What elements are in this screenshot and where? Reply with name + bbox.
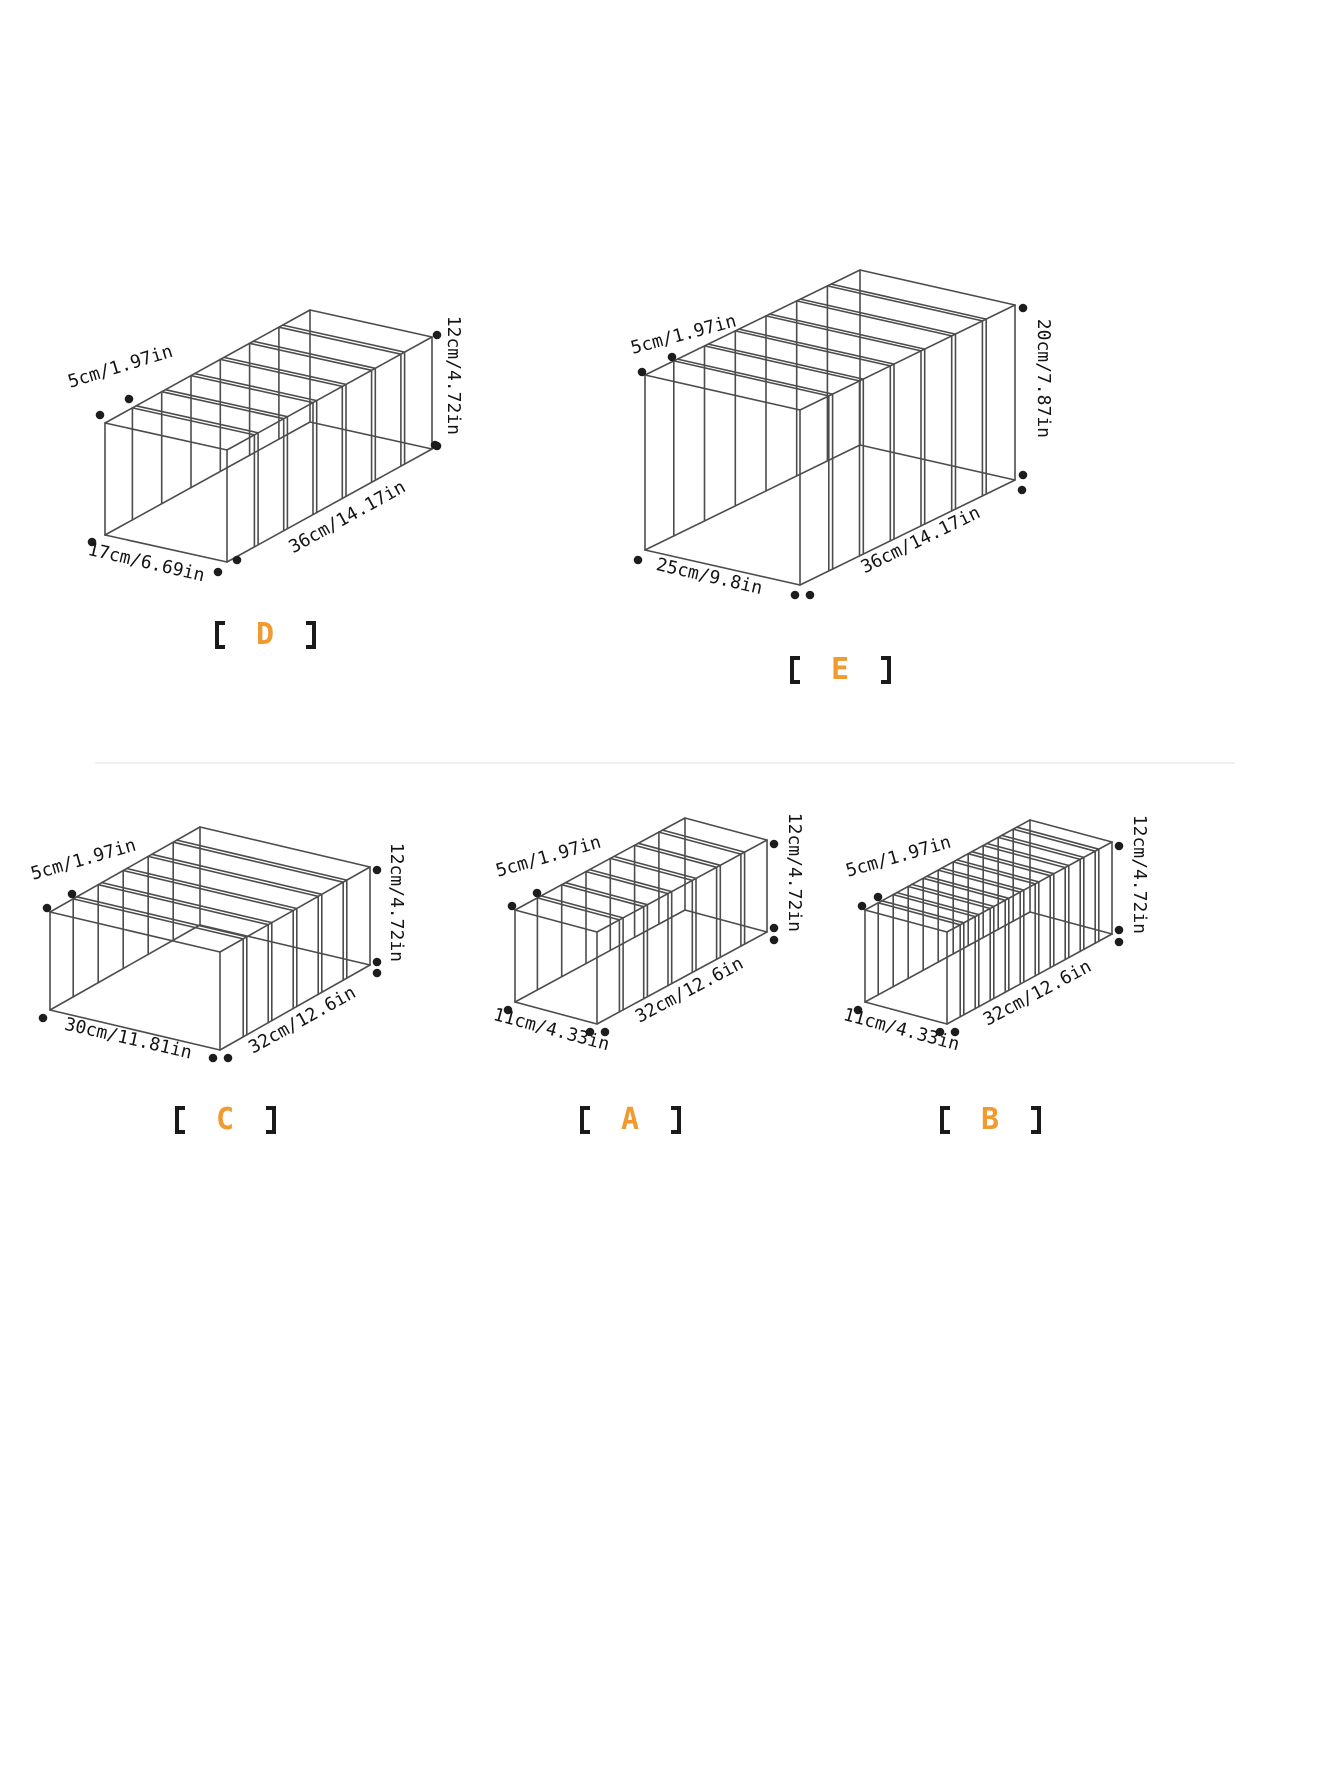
variant-letter-e: E: [830, 652, 850, 687]
organizer-figure-c: 5cm/1.97in 12cm/4.72in 32cm/12.6in 30cm/…: [15, 780, 435, 1142]
slot-width-dimension: 5cm/1.97in: [494, 832, 604, 882]
section-divider: [95, 762, 1235, 764]
box-wireframe-a: [514, 817, 768, 1025]
height-dimension: 12cm/4.72in: [1129, 815, 1150, 934]
slot-width-dimension: 5cm/1.97in: [29, 835, 139, 885]
organizer-e-diagram: 5cm/1.97in 20cm/7.87in 36cm/14.17in 25cm…: [629, 269, 1054, 600]
box-wireframe-c: [49, 826, 371, 1051]
bracket-open-icon: [214, 621, 225, 649]
organizer-a-diagram: 5cm/1.97in 12cm/4.72in 32cm/12.6in 11cm/…: [491, 813, 805, 1055]
box-wireframe-b: [864, 819, 1113, 1025]
organizer-figure-d: 5cm/1.97in 12cm/4.72in 36cm/14.17in 17cm…: [40, 250, 490, 657]
variant-label-c: C: [15, 1102, 435, 1142]
length-dimension: 32cm/12.6in: [245, 982, 359, 1058]
variant-label-b: B: [825, 1102, 1155, 1142]
box-wireframe-d: [104, 309, 433, 563]
dimension-dots-e: [633, 303, 1028, 600]
bracket-close-icon: [880, 656, 891, 684]
variant-letter-c: C: [215, 1102, 235, 1137]
bracket-close-icon: [265, 1106, 276, 1134]
variant-label-a: A: [465, 1102, 795, 1142]
bracket-open-icon: [174, 1106, 185, 1134]
organizer-d-diagram: 5cm/1.97in 12cm/4.72in 36cm/14.17in 17cm…: [66, 309, 464, 586]
organizer-figure-a: 5cm/1.97in 12cm/4.72in 32cm/12.6in 11cm/…: [465, 780, 805, 1142]
width-dimension: 17cm/6.69in: [86, 539, 207, 586]
height-dimension: 12cm/4.72in: [386, 843, 407, 962]
bracket-close-icon: [670, 1106, 681, 1134]
slot-width-dimension: 5cm/1.97in: [66, 341, 176, 393]
slot-width-dimension: 5cm/1.97in: [844, 832, 954, 882]
dimension-dots-d: [87, 330, 442, 577]
organizer-figure-b: 5cm/1.97in 12cm/4.72in 32cm/12.6in 11cm/…: [825, 780, 1155, 1142]
slot-width-dimension: 5cm/1.97in: [629, 311, 739, 359]
dimension-dots-b: [853, 841, 1124, 1037]
organizer-b-diagram: 5cm/1.97in 12cm/4.72in 32cm/12.6in 11cm/…: [841, 815, 1150, 1055]
width-dimension: 30cm/11.81in: [63, 1014, 194, 1064]
variant-label-d: D: [40, 617, 490, 657]
bracket-close-icon: [1030, 1106, 1041, 1134]
bracket-open-icon: [789, 656, 800, 684]
length-dimension: 32cm/12.6in: [632, 953, 747, 1028]
variant-letter-b: B: [980, 1102, 1000, 1137]
length-dimension: 36cm/14.17in: [285, 476, 409, 557]
bracket-open-icon: [579, 1106, 590, 1134]
dimension-dots-a: [503, 839, 779, 1037]
height-dimension: 12cm/4.72in: [443, 316, 464, 435]
variant-label-e: E: [590, 652, 1090, 692]
width-dimension: 25cm/9.8in: [654, 554, 764, 599]
height-dimension: 20cm/7.87in: [1033, 319, 1054, 438]
box-wireframe-e: [644, 269, 1016, 586]
bracket-close-icon: [305, 621, 316, 649]
organizer-c-diagram: 5cm/1.97in 12cm/4.72in 32cm/12.6in 30cm/…: [29, 826, 407, 1064]
variant-letter-a: A: [620, 1102, 640, 1137]
variant-letter-d: D: [255, 617, 275, 652]
organizer-figure-e: 5cm/1.97in 20cm/7.87in 36cm/14.17in 25cm…: [590, 250, 1090, 692]
bracket-open-icon: [939, 1106, 950, 1134]
length-dimension: 32cm/12.6in: [980, 956, 1095, 1031]
dimension-dots-c: [38, 865, 382, 1063]
height-dimension: 12cm/4.72in: [784, 813, 805, 932]
